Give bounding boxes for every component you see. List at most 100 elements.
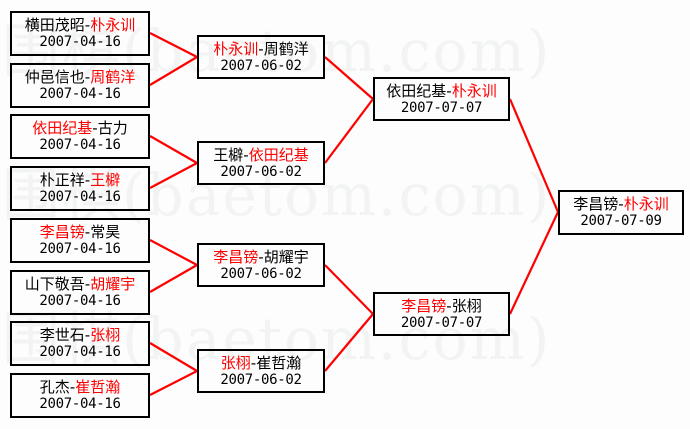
player-winner: 胡耀宇 [90, 275, 136, 293]
player-winner: 周鹤洋 [90, 68, 136, 86]
player-winner: 张栩 [90, 326, 121, 344]
match-players: 仲邑信也-周鹤洋 [25, 70, 135, 85]
connector-qf-3 [324, 264, 374, 315]
player-separator: - [84, 171, 91, 189]
match-players: 李世石-张栩 [40, 328, 120, 343]
player-winner: 朴永训 [451, 81, 497, 100]
connector-r16-3 [149, 135, 198, 164]
match-date: 2007-07-07 [400, 99, 483, 116]
player-separator: - [258, 39, 264, 58]
match-box[interactable]: 依田纪基-朴永训 2007-07-07 [373, 77, 510, 121]
match-players: 山下敬吾-胡耀宇 [25, 277, 135, 292]
match-box[interactable]: 李昌镑-胡耀宇 2007-06-02 [197, 243, 325, 287]
match-box[interactable]: 仲邑信也-周鹤洋 2007-04-16 [10, 63, 150, 108]
player-loser: 山下敬吾 [24, 275, 85, 293]
player-separator: - [84, 68, 91, 86]
match-players: 张栩-崔哲瀚 [220, 353, 302, 372]
connector-r16-1 [149, 32, 198, 58]
match-players: 李昌镑-张栩 [401, 296, 482, 315]
connector-r16-6 [149, 264, 198, 293]
match-date: 2007-06-02 [220, 163, 302, 180]
match-box[interactable]: 李昌镑-常昊 2007-04-16 [10, 218, 150, 263]
player-loser: 王檘 [213, 145, 244, 164]
player-loser: 胡耀宇 [263, 247, 309, 266]
connector-qf-1 [324, 56, 374, 100]
player-loser: 李世石 [39, 326, 85, 344]
player-winner: 朴永训 [90, 16, 136, 34]
match-players: 依田纪基-朴永训 [386, 81, 497, 100]
connector-r16-2 [149, 56, 198, 86]
player-loser: 朴正祥 [39, 171, 85, 189]
player-separator: - [258, 247, 264, 266]
match-box[interactable]: 李世石-张栩 2007-04-16 [10, 321, 150, 366]
player-separator: - [84, 326, 91, 344]
match-box[interactable]: 王檘-依田纪基 2007-06-02 [197, 141, 325, 185]
match-box[interactable]: 李昌镑-张栩 2007-07-07 [373, 292, 510, 336]
player-separator: - [243, 145, 249, 164]
match-players: 朴永训-周鹤洋 [213, 39, 309, 58]
match-players: 李昌镑-朴永训 [573, 197, 668, 212]
match-box[interactable]: 张栩-崔哲瀚 2007-06-02 [197, 349, 325, 393]
player-separator: - [84, 16, 91, 34]
player-winner: 依田纪基 [248, 145, 309, 164]
connector-sf-2 [509, 211, 559, 315]
match-players: 王檘-依田纪基 [213, 145, 309, 164]
match-date: 2007-04-16 [39, 34, 121, 50]
connector-r16-5 [149, 239, 198, 266]
player-loser: 张栩 [451, 296, 482, 315]
player-loser: 常昊 [90, 223, 121, 241]
player-winner: 李昌镑 [401, 296, 447, 315]
player-loser: 依田纪基 [386, 81, 447, 100]
match-players: 李昌镑-胡耀宇 [213, 247, 309, 266]
connector-qf-4 [324, 313, 374, 372]
match-date: 2007-07-09 [580, 213, 662, 229]
connector-qf-2 [324, 98, 374, 164]
match-date: 2007-07-07 [400, 314, 483, 331]
match-date: 2007-04-16 [39, 189, 121, 205]
connector-r16-8 [149, 370, 198, 396]
match-date: 2007-04-16 [39, 344, 121, 360]
player-loser: 横田茂昭 [24, 16, 85, 34]
player-separator: - [446, 296, 452, 315]
match-date: 2007-04-16 [39, 137, 121, 153]
player-separator: - [69, 378, 76, 396]
match-date: 2007-04-16 [39, 241, 121, 257]
player-winner: 王檘 [90, 171, 121, 189]
player-winner: 崔哲瀚 [75, 378, 121, 396]
match-box[interactable]: 孔杰-崔哲瀚 2007-04-16 [10, 373, 150, 418]
player-winner: 李昌镑 [213, 247, 259, 266]
match-date: 2007-06-02 [220, 57, 302, 74]
match-box[interactable]: 朴永训-周鹤洋 2007-06-02 [197, 35, 325, 79]
player-winner: 朴永训 [213, 39, 259, 58]
match-players: 依田纪基-古力 [32, 121, 127, 136]
player-loser: 周鹤洋 [263, 39, 309, 58]
match-date: 2007-06-02 [220, 371, 302, 388]
player-winner: 依田纪基 [32, 119, 93, 137]
player-separator: - [618, 195, 624, 213]
player-separator: - [92, 119, 98, 137]
match-box[interactable]: 山下敬吾-胡耀宇 2007-04-16 [10, 270, 150, 315]
connector-r16-7 [149, 342, 198, 372]
player-separator: - [84, 223, 91, 241]
match-date: 2007-04-16 [39, 396, 121, 412]
connector-sf-1 [508, 98, 560, 213]
match-box[interactable]: 朴正祥-王檘 2007-04-16 [10, 166, 150, 211]
player-winner: 李昌镑 [39, 223, 85, 241]
connector-r16-4 [149, 162, 198, 189]
match-date: 2007-04-16 [39, 86, 121, 102]
player-winner: 张栩 [220, 353, 251, 372]
player-separator: - [446, 81, 452, 100]
match-box[interactable]: 依田纪基-古力 2007-04-16 [10, 114, 150, 159]
match-box-final[interactable]: 李昌镑-朴永训 2007-07-09 [558, 190, 684, 235]
player-loser: 古力 [97, 119, 128, 137]
match-box[interactable]: 横田茂昭-朴永训 2007-04-16 [10, 11, 150, 56]
player-loser: 仲邑信也 [24, 68, 85, 86]
player-separator: - [84, 275, 91, 293]
player-loser: 李昌镑 [573, 195, 619, 213]
match-players: 孔杰-崔哲瀚 [40, 380, 120, 395]
player-loser: 崔哲瀚 [256, 353, 302, 372]
match-players: 横田茂昭-朴永训 [25, 18, 135, 33]
match-date: 2007-06-02 [220, 265, 302, 282]
player-loser: 孔杰 [39, 378, 70, 396]
